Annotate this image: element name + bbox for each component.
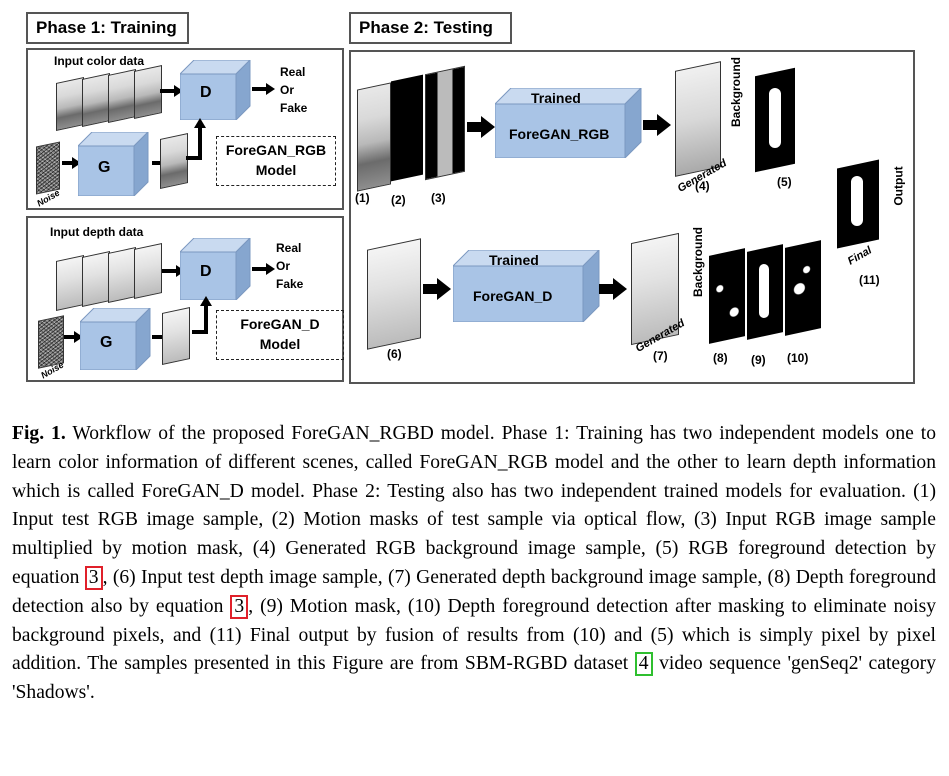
background-label: Background <box>729 56 744 128</box>
arrow <box>599 278 627 300</box>
label-11: (11) <box>859 273 880 287</box>
depth-model-word: Model <box>259 336 301 352</box>
elbow-arrow <box>192 296 212 334</box>
caption-text: , (9) Motion mask, (10) Depth foreground… <box>12 595 937 675</box>
arrow <box>467 116 495 138</box>
phase2-title: Phase 2: Testing <box>349 12 512 44</box>
label-5: (5) <box>777 175 792 189</box>
phase1-depth-panel: Input depth data D Real Or Fake Noise G … <box>26 216 344 382</box>
equation-reference-link[interactable]: 3 <box>84 565 103 590</box>
final-label: Final <box>845 244 874 268</box>
rgb-model-word: Model <box>255 162 297 178</box>
test-depth-image <box>367 238 421 350</box>
trained-depth-model-name: ForeGAN_D <box>473 288 553 304</box>
label-9: (9) <box>751 353 766 367</box>
trained-depth-cube <box>453 250 600 322</box>
generator-cube <box>80 308 151 370</box>
phase1-title: Phase 1: Training <box>26 12 189 44</box>
figure-caption: Fig. 1. Workflow of the proposed ForeGAN… <box>12 420 936 708</box>
g-label: G <box>100 334 113 351</box>
trained-label: Trained <box>531 90 581 106</box>
discriminator-cube <box>180 238 251 300</box>
g-label: G <box>98 159 111 176</box>
label-4: (4) <box>695 179 710 193</box>
elbow-arrow <box>186 118 206 160</box>
depth-foreground-image <box>709 248 745 344</box>
d-label: D <box>200 84 212 101</box>
depth-input-label: Input depth data <box>50 225 144 239</box>
masked-depth-foreground <box>785 240 821 336</box>
depth-model-box: ForeGAN_D Model <box>216 310 344 360</box>
rgb-model-box: ForeGAN_RGB Model <box>216 136 336 186</box>
real-label: Real <box>280 65 306 79</box>
or-label: Or <box>280 83 295 97</box>
phase2-panel: (1) (2) (3) Trained ForeGAN_RGB Generate… <box>349 50 915 384</box>
or-label: Or <box>276 259 291 273</box>
figure-label: Fig. 1. <box>12 423 66 444</box>
arrow <box>643 114 671 136</box>
test-rgb-image <box>357 82 391 192</box>
arrow <box>252 83 275 95</box>
d-label: D <box>200 263 212 280</box>
discriminator-cube <box>180 60 251 120</box>
masked-rgb-image <box>425 65 465 181</box>
depth-model-name: ForeGAN_D <box>240 316 320 332</box>
label-3: (3) <box>431 191 446 205</box>
label-7: (7) <box>653 349 668 363</box>
output-label: Output <box>891 166 906 206</box>
trained-label: Trained <box>489 252 539 268</box>
label-6: (6) <box>387 347 402 361</box>
rgb-input-image <box>56 77 84 131</box>
generator-cube <box>78 132 149 196</box>
trained-rgb-cube <box>495 88 642 158</box>
phase1-rgb-panel: Input color data D Real Or Fake Noise G … <box>26 48 344 210</box>
label-8: (8) <box>713 351 728 365</box>
real-label: Real <box>276 241 302 255</box>
depth-input-image <box>134 243 162 299</box>
rgb-input-image <box>134 65 162 119</box>
rgb-model-name: ForeGAN_RGB <box>225 142 327 158</box>
label-1: (1) <box>355 191 370 205</box>
background-label: Background <box>691 226 706 298</box>
rgb-input-image <box>108 69 136 123</box>
trained-rgb-model-name: ForeGAN_RGB <box>509 126 610 142</box>
motion-mask-image <box>391 74 423 182</box>
equation-reference-link[interactable]: 3 <box>230 594 249 619</box>
motion-mask-shape <box>759 264 769 318</box>
caption-text: video sequence 'genSeq2' category 'Shado… <box>12 653 936 704</box>
final-output-shape <box>851 176 863 226</box>
arrow <box>62 157 81 169</box>
fake-label: Fake <box>280 101 308 115</box>
generated-depth-image <box>162 307 190 365</box>
caption-text: , (6) Input test depth image sample, (7)… <box>12 566 936 617</box>
arrow <box>160 85 183 97</box>
arrow <box>423 278 451 300</box>
depth-input-image <box>108 247 136 303</box>
caption-text: Workflow of the proposed ForeGAN_RGBD mo… <box>12 423 937 588</box>
rgb-input-label: Input color data <box>54 54 144 68</box>
fake-label: Fake <box>276 277 304 291</box>
label-10: (10) <box>787 351 809 365</box>
depth-input-image <box>82 251 110 307</box>
arrow <box>252 263 275 275</box>
generated-rgb-image <box>160 133 188 189</box>
rgb-input-image <box>82 73 110 127</box>
label-2: (2) <box>391 193 406 207</box>
depth-input-image <box>56 255 84 311</box>
arrow <box>64 331 83 343</box>
rgb-foreground-shape <box>769 88 781 148</box>
citation-link[interactable]: 4 <box>634 652 653 677</box>
